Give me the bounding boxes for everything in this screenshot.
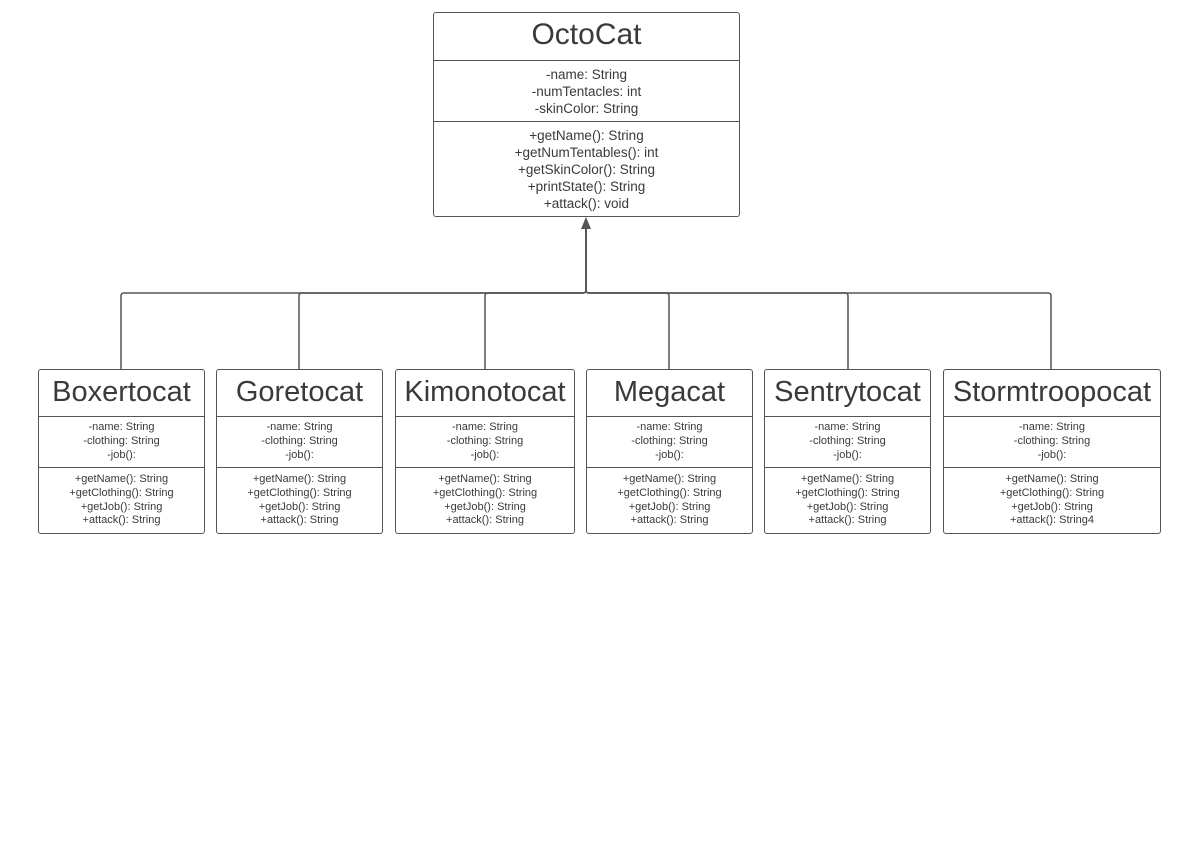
- connector-stormtroopocat: [585, 228, 1052, 369]
- class-goretocat[interactable]: Goretocat -name: String -clothing: Strin…: [216, 369, 383, 534]
- method: +getName(): String: [622, 473, 717, 486]
- methods-section: +getName(): String +getClothing(): Strin…: [396, 468, 574, 533]
- method: +getClothing(): String: [432, 486, 538, 499]
- attribute: -name: String: [88, 421, 155, 434]
- methods-section: +getName(): String +getClothing(): Strin…: [587, 468, 752, 533]
- attribute: -name: String: [814, 421, 881, 434]
- method: +getJob(): String: [258, 500, 341, 513]
- attribute: -name: String: [266, 421, 333, 434]
- attribute: -numTentacles: int: [531, 83, 642, 99]
- class-stormtroopocat[interactable]: Stormtroopocat -name: String -clothing: …: [943, 369, 1161, 534]
- method: +attack(): void: [543, 195, 630, 211]
- method: +getName(): String: [1005, 473, 1099, 486]
- attribute: -job():: [655, 448, 684, 461]
- method: +getJob(): String: [444, 500, 526, 513]
- method: +getClothing(): String: [795, 486, 900, 499]
- attribute: -job():: [833, 448, 862, 461]
- method: +printState(): String: [527, 178, 646, 194]
- attribute: -clothing: String: [446, 435, 524, 448]
- connector-boxertocat: [120, 228, 587, 369]
- attribute: -job():: [107, 448, 136, 461]
- attribute: -clothing: String: [261, 435, 338, 448]
- connector-megacat: [585, 228, 670, 369]
- attribute: -skinColor: String: [534, 100, 639, 116]
- method: +getJob(): String: [806, 500, 889, 513]
- method: +getName(): String: [800, 473, 895, 486]
- attributes-section: -name: String -clothing: String -job():: [587, 417, 752, 468]
- method: +getName(): String: [438, 473, 532, 486]
- class-octocat[interactable]: OctoCat -name: String -numTentacles: int…: [433, 12, 740, 217]
- class-kimonotocat[interactable]: Kimonotocat -name: String -clothing: Str…: [395, 369, 575, 534]
- method: +getClothing(): String: [69, 486, 174, 499]
- class-title: Stormtroopocat: [944, 370, 1160, 417]
- attribute: -name: String: [451, 421, 519, 434]
- method: +getClothing(): String: [247, 486, 352, 499]
- method: +getName(): String: [252, 473, 347, 486]
- methods-section: +getName(): String +getClothing(): Strin…: [39, 468, 204, 533]
- method: +getName(): String: [529, 127, 644, 143]
- attributes-section: -name: String -clothing: String -job():: [396, 417, 574, 468]
- attribute: -job():: [1037, 448, 1067, 461]
- method: +getClothing(): String: [999, 486, 1105, 499]
- class-title: Megacat: [587, 370, 752, 417]
- attribute: -job():: [470, 448, 500, 461]
- method: +getJob(): String: [628, 500, 711, 513]
- connector-kimonotocat: [484, 228, 587, 369]
- class-title: Boxertocat: [39, 370, 204, 417]
- method: +attack(): String: [260, 514, 339, 527]
- attribute: -job():: [285, 448, 314, 461]
- methods-section: +getName(): String +getClothing(): Strin…: [217, 468, 382, 533]
- attribute: -name: String: [636, 421, 703, 434]
- connector-sentrytocat: [585, 228, 849, 369]
- attributes-section: -name: String -clothing: String -job():: [39, 417, 204, 468]
- class-boxertocat[interactable]: Boxertocat -name: String -clothing: Stri…: [38, 369, 205, 534]
- class-title: Kimonotocat: [396, 370, 574, 417]
- attribute: -name: String: [1018, 421, 1086, 434]
- attribute: -clothing: String: [1013, 435, 1091, 448]
- attributes-section: -name: String -clothing: String -job():: [765, 417, 930, 468]
- class-title: Goretocat: [217, 370, 382, 417]
- attributes-section: -name: String -clothing: String -job():: [944, 417, 1160, 468]
- inheritance-arrowhead: [581, 217, 591, 229]
- class-sentrytocat[interactable]: Sentrytocat -name: String -clothing: Str…: [764, 369, 931, 534]
- method: +getSkinColor(): String: [518, 161, 655, 177]
- method: +getNumTentables(): int: [514, 144, 659, 160]
- method: +attack(): String: [808, 514, 887, 527]
- class-title: OctoCat: [434, 13, 739, 61]
- class-megacat[interactable]: Megacat -name: String -clothing: String …: [586, 369, 753, 534]
- method: +attack(): String: [82, 514, 161, 527]
- class-title: Sentrytocat: [765, 370, 930, 417]
- attributes-section: -name: String -numTentacles: int -skinCo…: [434, 61, 739, 122]
- methods-section: +getName(): String +getClothing(): Strin…: [765, 468, 930, 533]
- attribute: -clothing: String: [631, 435, 708, 448]
- method: +getJob(): String: [80, 500, 163, 513]
- method: +attack(): String4: [1009, 514, 1095, 527]
- method: +getJob(): String: [1011, 500, 1093, 513]
- attribute: -clothing: String: [809, 435, 886, 448]
- method: +attack(): String: [446, 514, 524, 527]
- method: +attack(): String: [630, 514, 709, 527]
- methods-section: +getName(): String +getNumTentables(): i…: [434, 122, 739, 216]
- connector-goretocat: [298, 228, 587, 369]
- methods-section: +getName(): String +getClothing(): Strin…: [944, 468, 1160, 533]
- attribute: -clothing: String: [83, 435, 160, 448]
- attributes-section: -name: String -clothing: String -job():: [217, 417, 382, 468]
- method: +getClothing(): String: [617, 486, 722, 499]
- attribute: -name: String: [545, 66, 628, 82]
- method: +getName(): String: [74, 473, 169, 486]
